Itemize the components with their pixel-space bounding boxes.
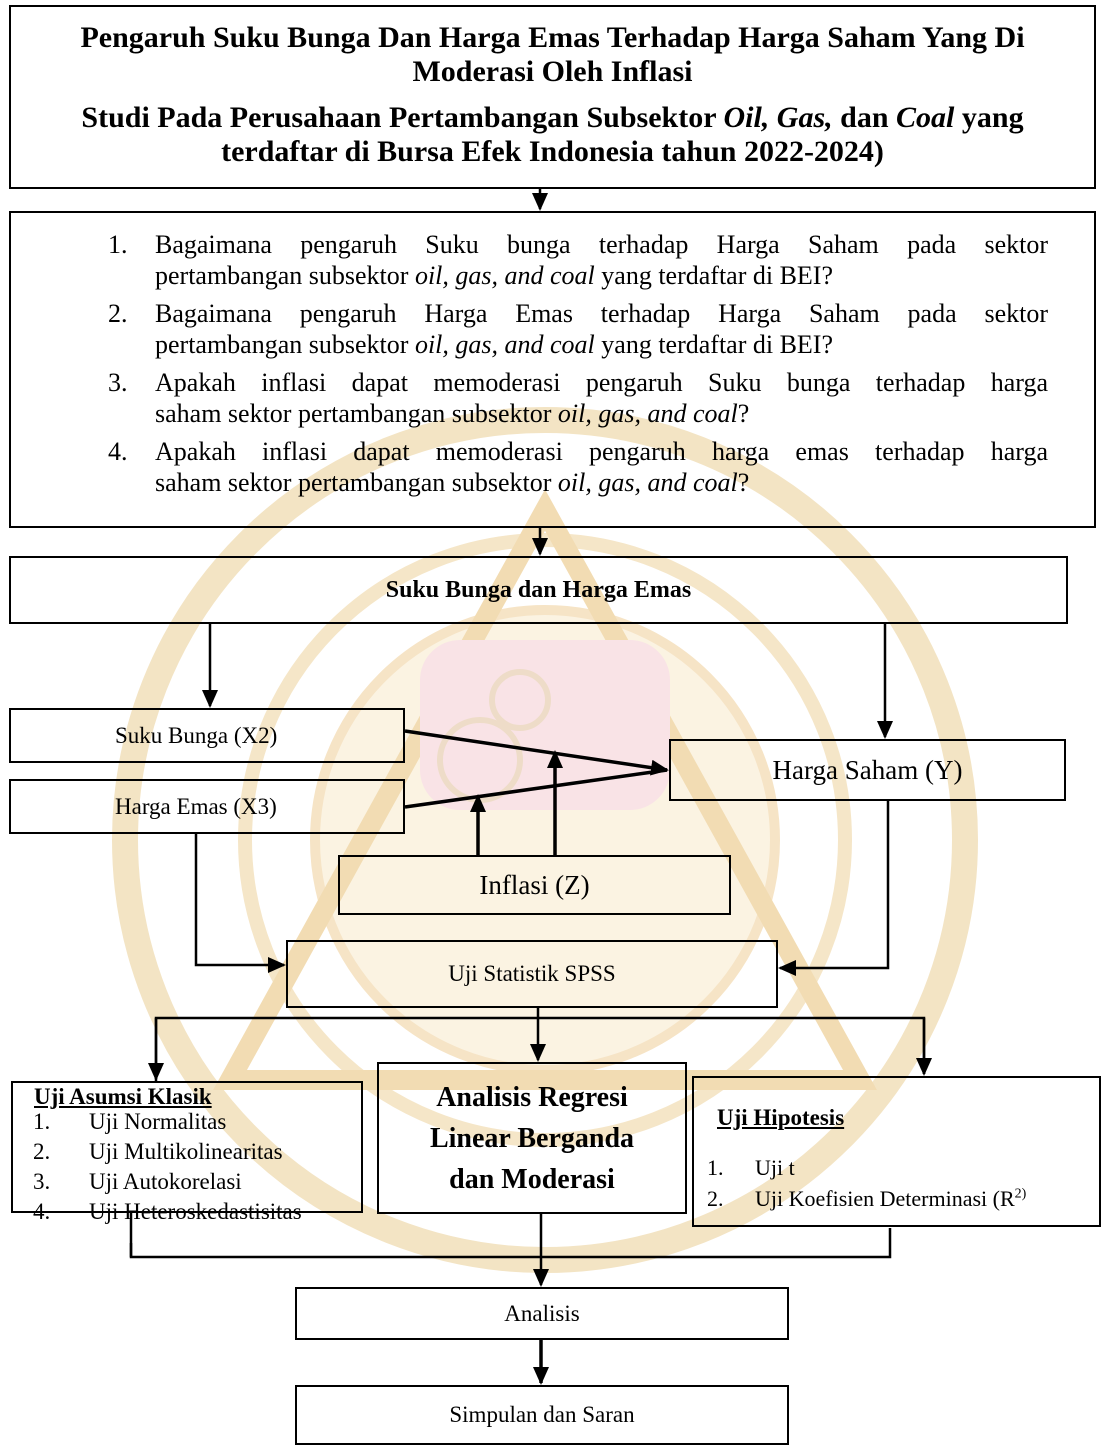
node-suku-bunga: Suku Bunga (X2) — [9, 708, 405, 763]
title-line-1: Pengaruh Suku Bunga Dan Harga Emas Terha… — [80, 21, 1025, 54]
list-item: 1. Bagaimana pengaruh Suku bunga terhada… — [108, 230, 1048, 290]
research-title-box: Pengaruh Suku Bunga Dan Harga Emas Terha… — [9, 5, 1096, 189]
node-uji-statistik-spss: Uji Statistik SPSS — [286, 940, 778, 1008]
node-simpulan-dan-saran: Simpulan dan Saran — [295, 1385, 789, 1445]
node-inflasi: Inflasi (Z) — [338, 855, 731, 915]
title-line-2: Moderasi Oleh Inflasi — [412, 55, 693, 88]
variables-box: Suku Bunga dan Harga Emas — [9, 556, 1068, 624]
node-analisis: Analisis — [295, 1287, 789, 1340]
list-item: 2. Bagaimana pengaruh Harga Emas terhada… — [108, 299, 1048, 359]
node-harga-emas: Harga Emas (X3) — [9, 779, 405, 834]
uji-hipotesis-heading: Uji Hipotesis — [717, 1105, 845, 1130]
node-harga-saham: Harga Saham (Y) — [669, 739, 1066, 801]
research-questions-box: 1. Bagaimana pengaruh Suku bunga terhada… — [9, 211, 1096, 528]
title-line-3: Studi Pada Perusahaan Pertambangan Subse… — [81, 101, 1024, 134]
title-line-4: terdaftar di Bursa Efek Indonesia tahun … — [221, 135, 884, 168]
list-item: 4. Apakah inflasi dapat memoderasi penga… — [108, 437, 1048, 497]
regresi-line-2: Linear Berganda — [429, 1122, 635, 1154]
uji-asumsi-heading: Uji Asumsi Klasik — [34, 1084, 212, 1109]
list-item: 3. Apakah inflasi dapat memoderasi penga… — [108, 368, 1048, 428]
uji-asumsi-klasik-box: Uji Asumsi Klasik 1.Uji Normalitas 2.Uji… — [11, 1081, 363, 1224]
regresi-line-3: dan Moderasi — [449, 1163, 615, 1195]
uji-hipotesis-box: Uji Hipotesis 1.Uji t 2.Uji Koefisien De… — [692, 1076, 1101, 1227]
analisis-regresi-box: Analisis Regresi Linear Berganda dan Mod… — [377, 1062, 687, 1214]
regresi-line-1: Analisis Regresi — [436, 1081, 628, 1113]
